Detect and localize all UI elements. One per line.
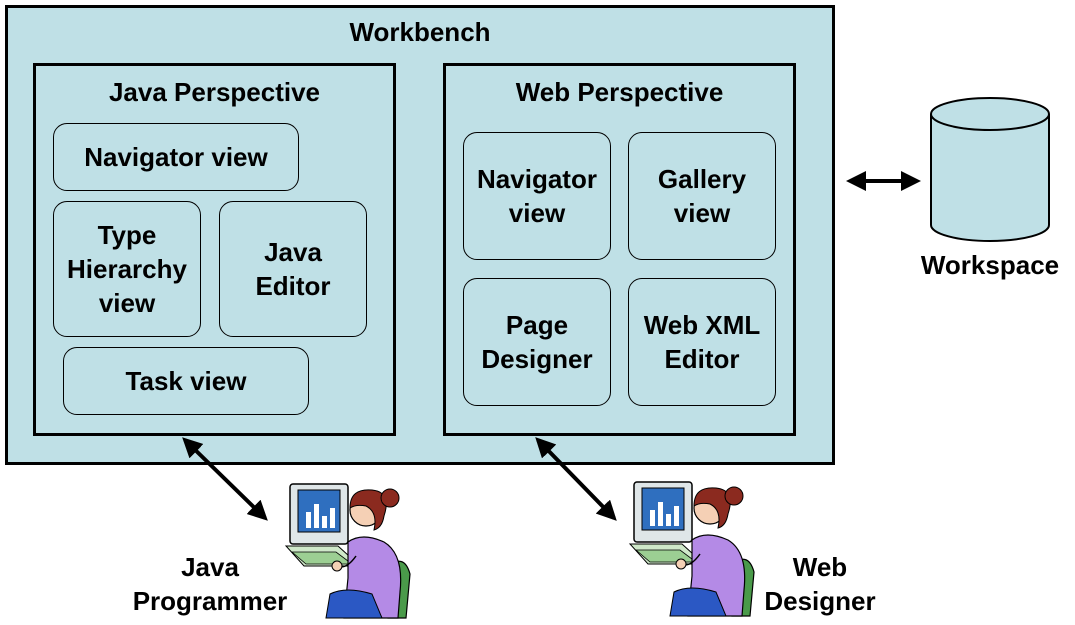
task-view: Task view [63, 347, 309, 415]
page-designer-view: Page Designer [463, 278, 611, 406]
web-designer-label: Web Designer [764, 552, 876, 616]
workspace-label: Workspace [920, 250, 1060, 280]
web-xml-editor-view: Web XML Editor [628, 278, 776, 406]
double-headed-arrow-icon [182, 437, 268, 521]
workbench-title: Workbench [349, 17, 491, 47]
java-navigator-view: Navigator view [53, 123, 299, 191]
gallery-view: Gallery view [628, 132, 776, 260]
java-programmer-label: Java Programmer [132, 552, 288, 616]
web-navigator-view: Navigator view [463, 132, 611, 260]
type-hierarchy-view: Type Hierarchy view [53, 201, 201, 337]
person-at-computer-icon [629, 481, 755, 617]
web-perspective-title: Web Perspective [515, 77, 724, 107]
database-cylinder-icon [930, 97, 1050, 242]
java-editor-view: Java Editor [219, 201, 367, 337]
double-headed-arrow-icon [535, 437, 617, 521]
java-perspective-title: Java Perspective [108, 77, 321, 107]
